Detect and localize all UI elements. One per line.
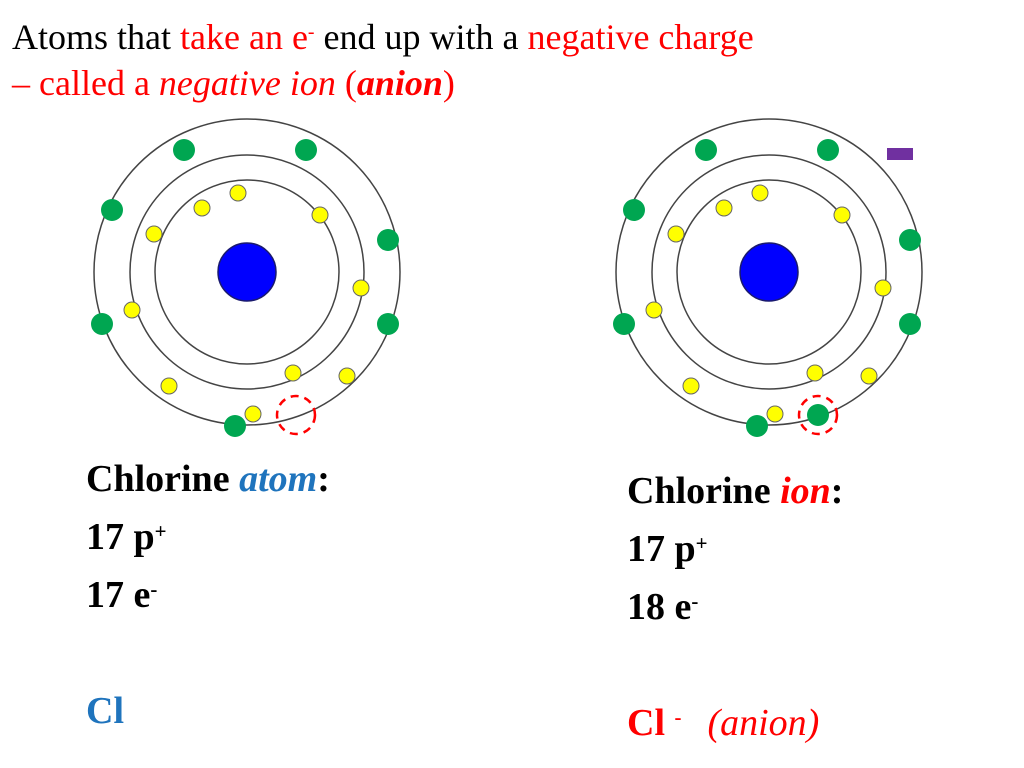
- ion-kind: ion: [780, 470, 831, 512]
- ion-info-panel: Chlorine ion: 17 p+ 18 e- Cl -(anion): [627, 462, 843, 752]
- atom-electrons: 17 e-: [86, 574, 158, 616]
- chlorine-ion-outer-electron-4: [899, 313, 921, 335]
- chlorine-atom-shell-2: [129, 154, 365, 390]
- chlorine-ion-inner-electron-8: [682, 377, 700, 395]
- chlorine-ion-inner-electron-6: [806, 364, 824, 382]
- chlorine-atom-outer-electron-7: [101, 199, 123, 221]
- chlorine-atom-inner-electron-5: [338, 367, 356, 385]
- chlorine-ion-inner-electron-3: [833, 206, 851, 224]
- chlorine-ion-inner-electron-5: [860, 367, 878, 385]
- ion-symbol-line: Cl -(anion): [627, 694, 843, 752]
- chlorine-ion-outer-electron-3: [899, 229, 921, 251]
- chlorine-ion-outer-electron-5: [746, 415, 768, 437]
- atom-kind: atom: [239, 458, 318, 500]
- title-part-called: – called a: [12, 63, 159, 103]
- chlorine-ion-outer-electron-2: [817, 139, 839, 161]
- chlorine-ion-inner-electron-10: [667, 225, 685, 243]
- chlorine-atom-shell-1: [154, 179, 340, 365]
- chlorine-atom-inner-electron-8: [160, 377, 178, 395]
- negative-charge-sign-icon: [887, 148, 913, 160]
- title-part-paren-close: ): [442, 63, 455, 103]
- title-part-take-electron: take an e-: [180, 17, 315, 57]
- chlorine-atom-inner-electron-4: [352, 279, 370, 297]
- slide-title: Atoms that take an e- end up with a nega…: [12, 14, 1012, 106]
- chlorine-ion-shell-2: [651, 154, 887, 390]
- title-part-paren-open: (: [335, 63, 357, 103]
- chlorine-atom-inner-electron-9: [123, 301, 141, 319]
- chlorine-ion-outer-electron-6: [613, 313, 635, 335]
- chlorine-ion-shell-1: [676, 179, 862, 365]
- chlorine-atom-inner-electron-1: [193, 199, 211, 217]
- chlorine-atom-outer-electron-2: [295, 139, 317, 161]
- chlorine-atom-nucleus: [217, 242, 277, 302]
- title-part-3: end up with a: [314, 17, 528, 57]
- chlorine-ion-inner-electron-9: [645, 301, 663, 319]
- chlorine-ion-gained-electron: [807, 404, 829, 426]
- ion-name-line: Chlorine ion:: [627, 470, 844, 512]
- atom-symbol: Cl: [86, 690, 124, 732]
- ion-electrons: 18 e-: [627, 586, 699, 628]
- atom-name-line: Chlorine atom:: [86, 458, 330, 500]
- title-part-1: Atoms that: [12, 17, 180, 57]
- title-part-negative-ion: negative ion: [158, 63, 336, 103]
- chlorine-atom-outer-electron-6: [91, 313, 113, 335]
- ion-protons: 17 p+: [627, 528, 708, 570]
- chlorine-atom-outer-electron-4: [377, 313, 399, 335]
- chlorine-ion-nucleus: [739, 242, 799, 302]
- chlorine-atom-highlight-circle: [275, 394, 317, 436]
- chlorine-atom-inner-electron-10: [145, 225, 163, 243]
- chlorine-atom-inner-electron-6: [284, 364, 302, 382]
- chlorine-atom-inner-electron-3: [311, 206, 329, 224]
- atom-protons: 17 p+: [86, 516, 167, 558]
- chlorine-atom-inner-electron-2: [229, 184, 247, 202]
- chlorine-ion-outer-electron-1: [695, 139, 717, 161]
- chlorine-atom-outer-electron-1: [173, 139, 195, 161]
- title-part-anion: anion: [356, 63, 443, 103]
- chlorine-atom-shell-3: [93, 118, 401, 426]
- atom-info-panel: Chlorine atom: 17 p+ 17 e- Cl: [86, 450, 330, 740]
- chlorine-atom-outer-electron-5: [224, 415, 246, 437]
- ion-symbol: Cl: [627, 702, 665, 744]
- chlorine-atom-inner-electron-7: [244, 405, 262, 423]
- chlorine-atom-outer-electron-3: [377, 229, 399, 251]
- chlorine-ion-inner-electron-1: [715, 199, 733, 217]
- chlorine-ion-inner-electron-7: [766, 405, 784, 423]
- chlorine-ion-inner-electron-2: [751, 184, 769, 202]
- ion-anion-note: (anion): [707, 702, 820, 744]
- chlorine-ion-shell-3: [615, 118, 923, 426]
- chlorine-ion-highlight-circle: [797, 394, 839, 436]
- title-part-negative-charge: negative charge: [527, 17, 754, 57]
- chlorine-ion-inner-electron-4: [874, 279, 892, 297]
- ion-symbol-charge: -: [674, 704, 682, 729]
- chlorine-ion-outer-electron-7: [623, 199, 645, 221]
